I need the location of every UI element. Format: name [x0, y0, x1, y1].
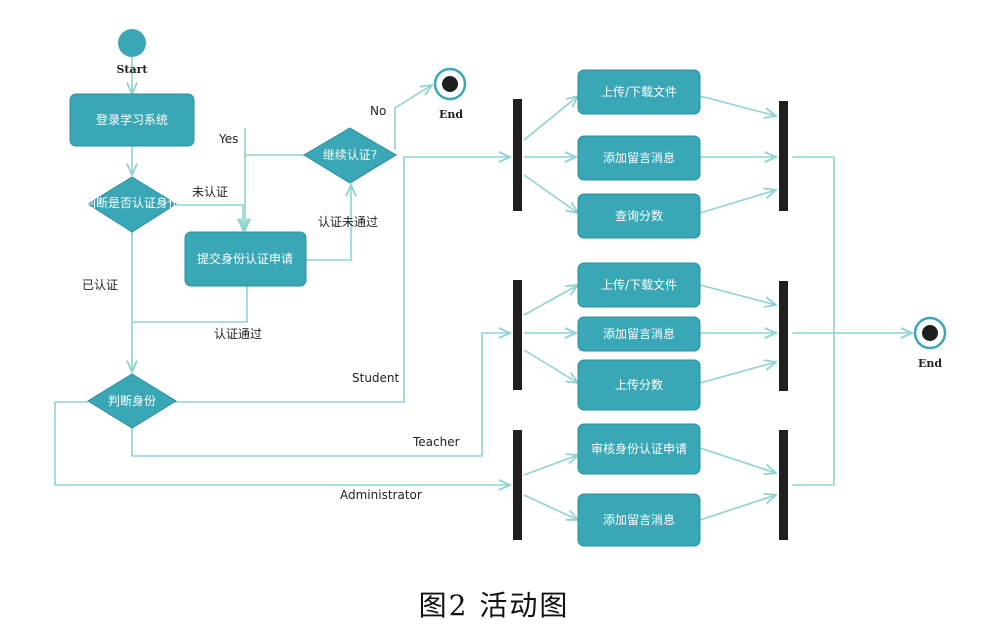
svg-text:上传/下载文件: 上传/下载文件 — [601, 277, 677, 292]
node-teacher-message: 添加留言消息 — [577, 316, 701, 352]
svg-text:提交身份认证申请: 提交身份认证申请 — [197, 251, 293, 266]
edge-t-upload-join — [699, 284, 776, 305]
node-login: 登录学习系统 — [69, 93, 195, 147]
edge-administrator — [54, 401, 510, 485]
svg-text:审核身份认证申请: 审核身份认证申请 — [591, 441, 687, 456]
label-teacher: Teacher — [412, 435, 460, 449]
edge-no — [394, 85, 432, 150]
end-node-right — [913, 316, 947, 350]
edge-student — [175, 157, 510, 403]
edge-yes — [245, 128, 305, 230]
edge-s-upload-join — [699, 95, 776, 116]
edge-not-certified — [175, 204, 243, 230]
svg-text:上传/下载文件: 上传/下载文件 — [601, 84, 677, 99]
edge-fork2-upload — [523, 285, 578, 316]
node-student-upload: 上传/下载文件 — [577, 69, 701, 115]
edge-join1-end — [792, 156, 835, 333]
label-cert-passed: 认证通过 — [214, 327, 262, 341]
svg-text:添加留言消息: 添加留言消息 — [603, 512, 675, 527]
edge-a-message-join — [699, 495, 776, 521]
svg-text:判断是否认证身份: 判断是否认证身份 — [84, 195, 180, 210]
node-submit-apply: 提交身份认证申请 — [184, 231, 307, 287]
decision-judge-role: 判断身份 — [87, 373, 177, 429]
end-label-top: End — [439, 108, 463, 121]
node-admin-review: 审核身份认证申请 — [577, 423, 701, 475]
start-node — [118, 29, 146, 57]
label-certified: 已认证 — [82, 278, 118, 292]
edge-a-review-join — [699, 447, 776, 473]
svg-text:判断身份: 判断身份 — [108, 393, 156, 408]
label-student: Student — [352, 371, 400, 385]
edge-fork1-upload — [523, 96, 578, 141]
node-admin-message: 添加留言消息 — [577, 493, 701, 547]
fork-bar-teacher — [513, 280, 522, 390]
svg-text:上传分数: 上传分数 — [615, 377, 663, 392]
svg-text:登录学习系统: 登录学习系统 — [96, 112, 168, 127]
fork-bar-student — [513, 99, 522, 211]
figure-caption: 图2 活动图 — [418, 589, 570, 622]
join-bar-teacher — [779, 281, 788, 391]
decision-continue-auth: 继续认证? — [303, 127, 397, 184]
node-student-query: 查询分数 — [577, 193, 701, 239]
edge-teacher — [131, 333, 510, 457]
join-bar-student — [779, 101, 788, 211]
activity-diagram: Start End End 登录学习系统 提交身份认证申请 判断是否认证身份 继… — [54, 29, 947, 547]
edge-cert-passed — [132, 286, 248, 323]
edge-s-query-join — [699, 190, 776, 214]
label-no: No — [370, 104, 386, 118]
join-bar-admin — [779, 430, 788, 540]
start-label: Start — [116, 63, 148, 76]
edge-cert-failed — [306, 185, 351, 261]
label-cert-failed: 认证未通过 — [318, 215, 378, 229]
edge-fork1-query — [523, 174, 578, 213]
svg-text:添加留言消息: 添加留言消息 — [603, 326, 675, 341]
node-teacher-upload: 上传/下载文件 — [577, 262, 701, 308]
svg-text:查询分数: 查询分数 — [615, 208, 663, 223]
edge-t-score-join — [699, 362, 776, 384]
svg-text:添加留言消息: 添加留言消息 — [603, 150, 675, 165]
end-label-right: End — [918, 357, 942, 370]
fork-bar-admin — [513, 430, 522, 540]
edge-join3-end — [792, 333, 835, 486]
node-student-message: 添加留言消息 — [577, 135, 701, 181]
edge-fork3-message — [523, 494, 578, 520]
end-node-top — [433, 67, 467, 101]
node-teacher-score: 上传分数 — [577, 359, 701, 411]
decision-judge-auth: 判断是否认证身份 — [84, 176, 180, 233]
edge-fork3-review — [523, 455, 578, 476]
label-not-certified: 未认证 — [192, 185, 228, 199]
flow-lines — [54, 57, 912, 521]
svg-text:继续认证?: 继续认证? — [323, 148, 377, 162]
edge-fork2-score — [523, 349, 578, 383]
label-administrator: Administrator — [340, 488, 422, 502]
label-yes: Yes — [218, 132, 238, 146]
